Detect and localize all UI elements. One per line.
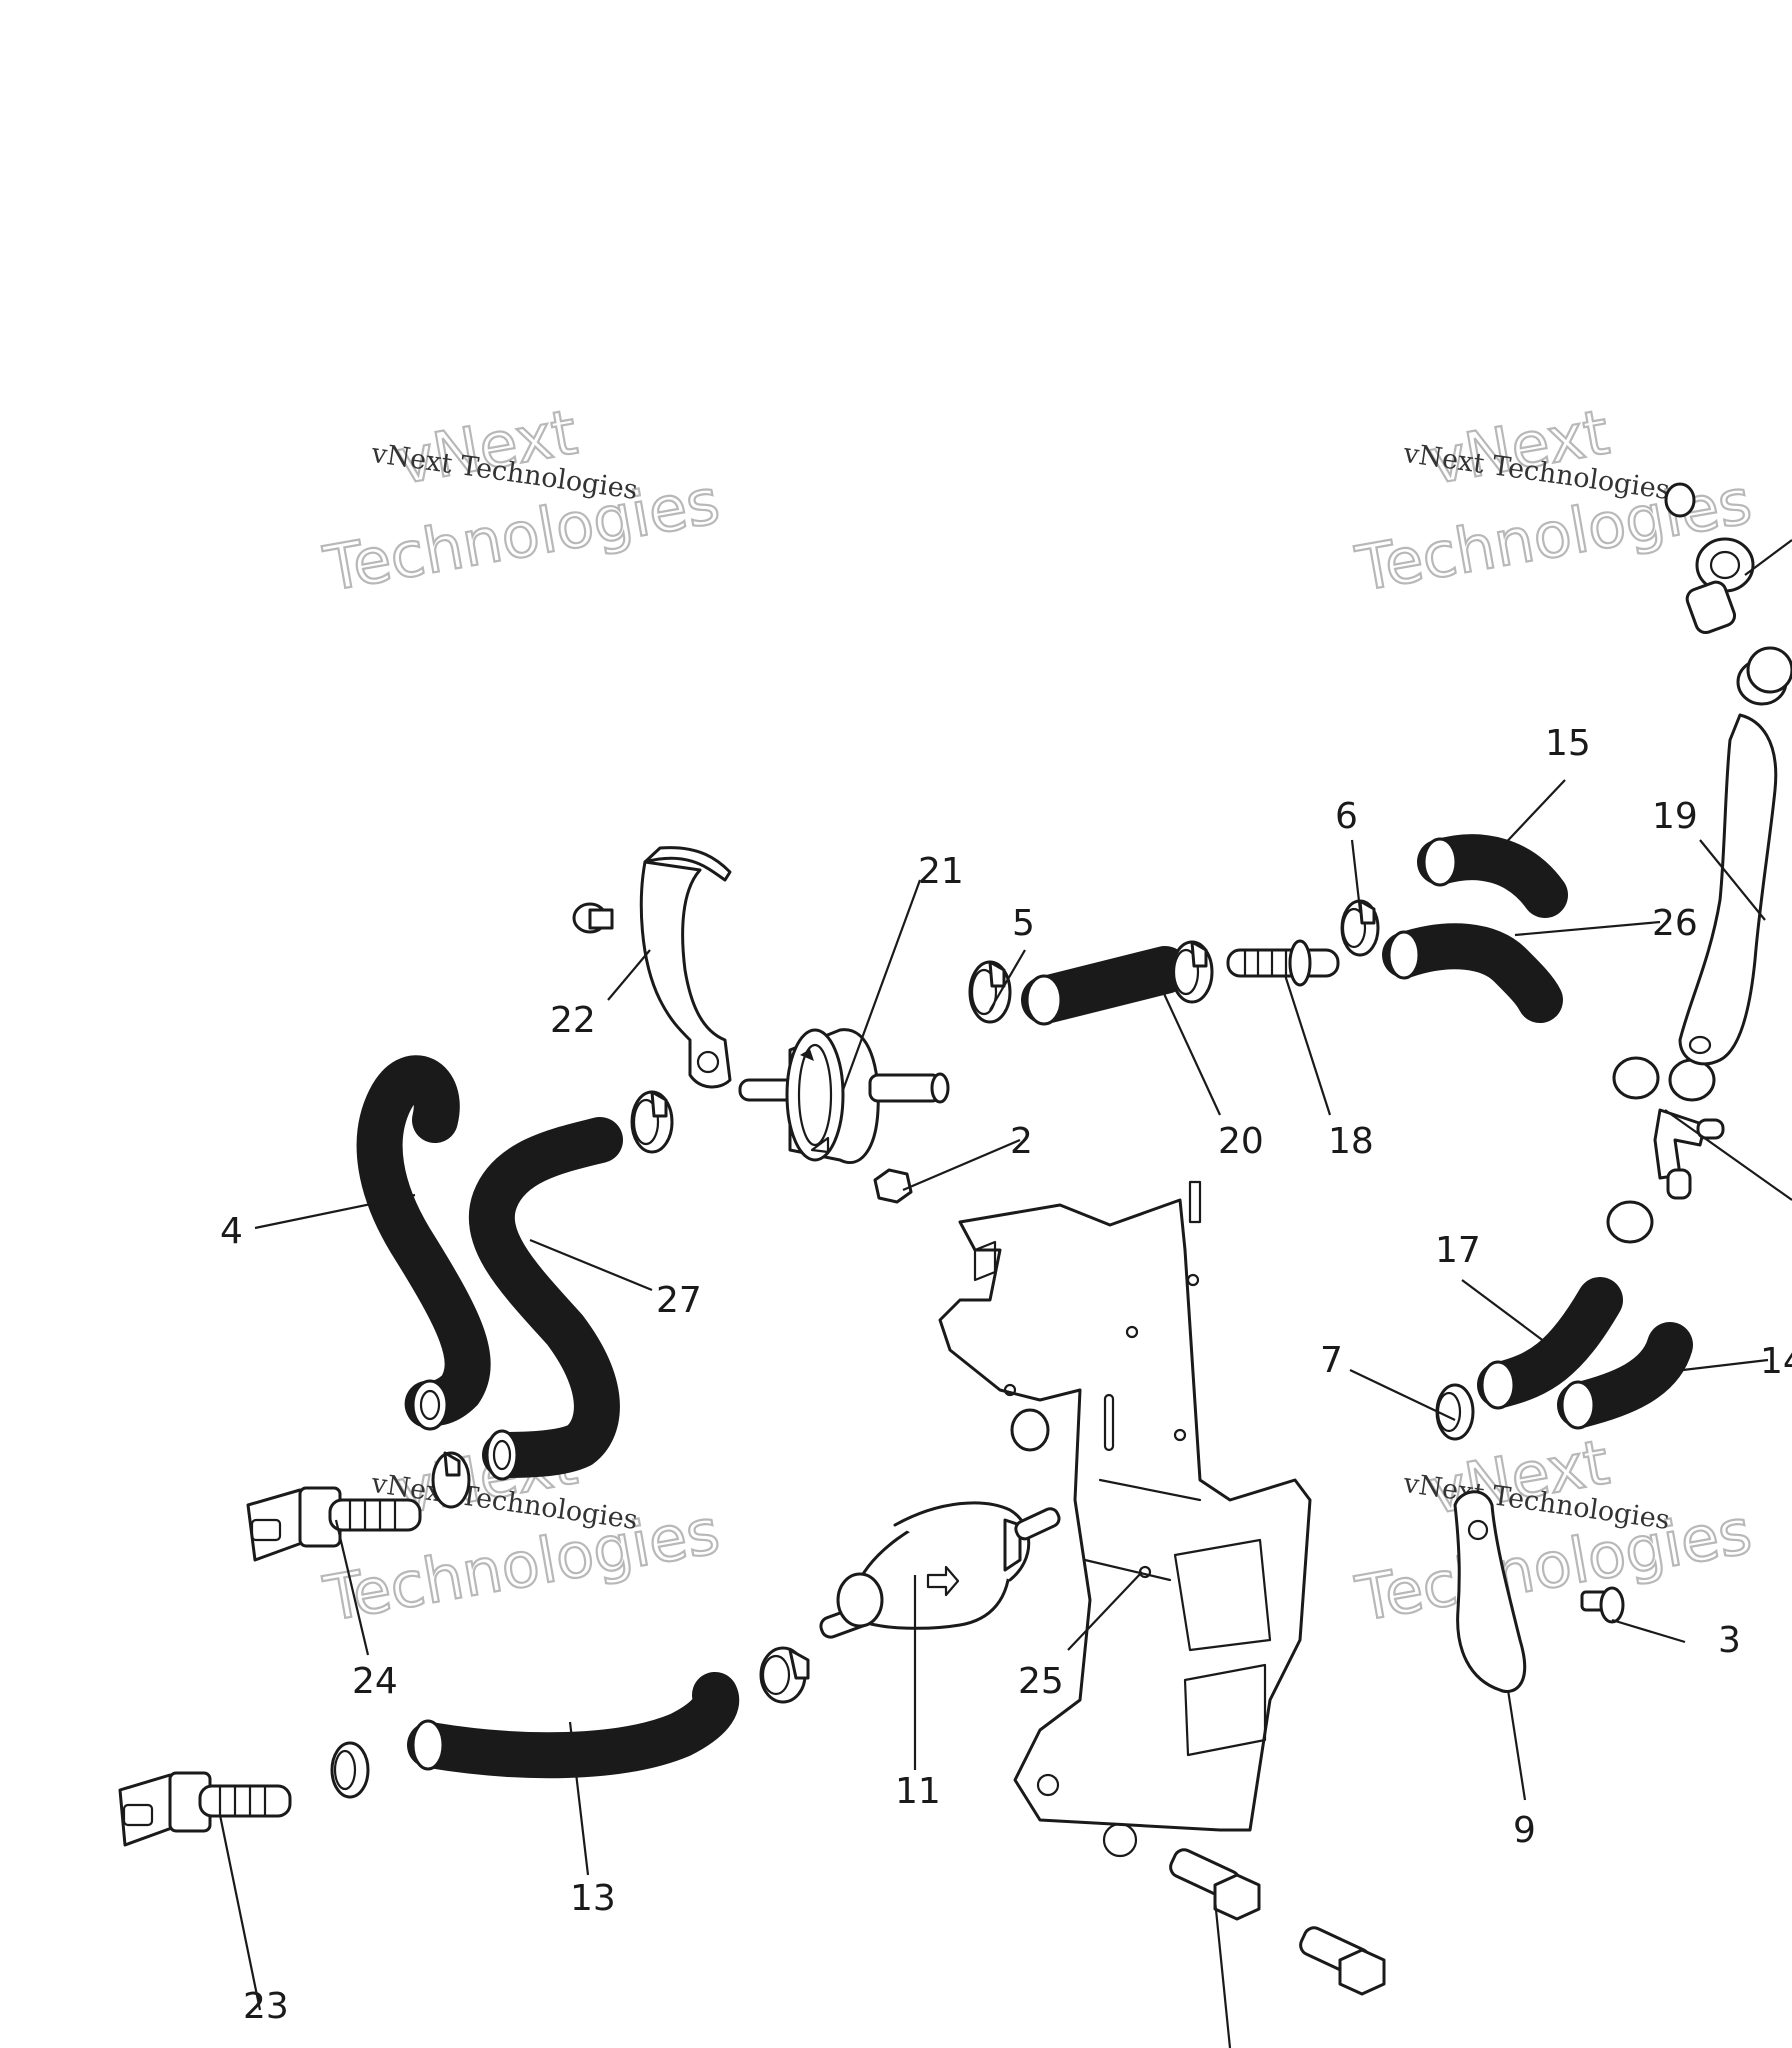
watermark-top-right: vNext Technologies vNext Technologies <box>1350 394 1758 606</box>
callout-13: 13 <box>570 1878 616 1919</box>
callout-23: 23 <box>243 1986 289 2027</box>
callout-20: 20 <box>1218 1121 1264 1162</box>
quick-connector-24 <box>246 1486 422 1562</box>
callout-19: 19 <box>1652 796 1698 837</box>
t-connector <box>1653 1108 1725 1200</box>
callout-11: 11 <box>895 1771 941 1812</box>
nut-25 <box>1010 1408 1050 1452</box>
bracket-25 <box>938 1180 1312 1858</box>
callout-3: 3 <box>1718 1620 1741 1661</box>
bolt-lower <box>1169 1848 1261 1921</box>
hose-clamp-7 <box>1435 1383 1475 1441</box>
bracket-22 <box>639 846 732 1089</box>
hose-15 <box>1417 834 1568 918</box>
callout-6: 6 <box>1335 796 1358 837</box>
hose-clamp-5 <box>968 960 1012 1024</box>
callout-5: 5 <box>1012 903 1035 944</box>
hose-clamp <box>630 1090 674 1154</box>
clip-9 <box>1453 1490 1527 1694</box>
leader-lines <box>218 539 1792 2048</box>
callout-25: 25 <box>1018 1661 1064 1702</box>
callout-14: 14 <box>1760 1341 1792 1382</box>
hose-13 <box>407 1672 740 1779</box>
fitting-top-right <box>1664 482 1792 694</box>
callout-7: 7 <box>1320 1340 1343 1381</box>
callout-22: 22 <box>550 1000 596 1041</box>
hose-17 <box>1477 1277 1623 1410</box>
hose-clamp-24 <box>431 1451 471 1509</box>
pipe-19 <box>1678 713 1778 1066</box>
callout-27: 27 <box>656 1280 702 1321</box>
callout-21: 21 <box>918 851 964 892</box>
watermark-bottom-right: vNext Technologies vNext Technologies <box>1350 1424 1758 1636</box>
hose-20 <box>1021 946 1189 1026</box>
bolt-lower-right <box>1299 1926 1386 1996</box>
screw-3 <box>1580 1586 1625 1624</box>
callout-2: 2 <box>1010 1121 1033 1162</box>
quick-connector-23 <box>118 1771 292 1847</box>
callout-18: 18 <box>1328 1121 1374 1162</box>
callout-4: 4 <box>220 1211 243 1252</box>
connector-18 <box>1226 939 1340 987</box>
screw-22 <box>572 902 614 934</box>
callout-labels: 2 3 4 5 6 7 9 11 13 14 15 17 18 19 20 21… <box>220 723 1792 2027</box>
valve-21 <box>738 1028 950 1164</box>
callout-17: 17 <box>1435 1230 1481 1271</box>
hose-4 <box>356 1055 491 1431</box>
callout-15: 15 <box>1545 723 1591 764</box>
fuel-filter-11 <box>819 1501 1061 1639</box>
callout-24: 24 <box>352 1661 398 1702</box>
hose-clamp-20r <box>1170 940 1214 1004</box>
callout-26: 26 <box>1652 903 1698 944</box>
nut-2 <box>873 1168 913 1204</box>
hose-clamp-11 <box>759 1646 810 1704</box>
callout-9: 9 <box>1513 1810 1536 1851</box>
hose-26 <box>1382 923 1563 1023</box>
watermark-top-left: vNext Technologies vNext Technologies <box>318 394 726 606</box>
hose-clamp-13 <box>330 1741 370 1799</box>
hose-27 <box>468 1117 623 1481</box>
hose-14 <box>1557 1322 1693 1430</box>
